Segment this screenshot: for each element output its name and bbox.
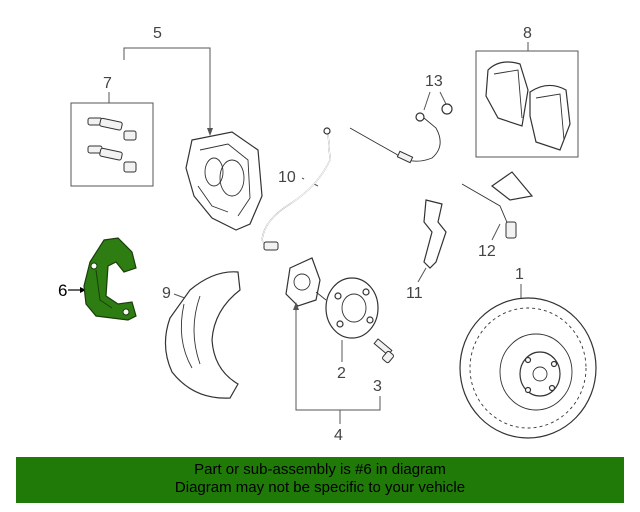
- leader-12: [491, 223, 501, 241]
- brake-caliper[interactable]: [185, 131, 263, 231]
- leader-13a: [423, 91, 431, 111]
- leader-6-arrow: [80, 287, 86, 293]
- callout-13[interactable]: 13: [425, 73, 443, 90]
- callout-5[interactable]: 5: [153, 25, 162, 42]
- brake-pads[interactable]: [485, 61, 571, 151]
- dust-shield[interactable]: [164, 271, 241, 399]
- caliper-support-bracket[interactable]: [83, 237, 137, 321]
- callout-1[interactable]: 1: [515, 266, 524, 283]
- leader-13b: [439, 91, 447, 105]
- banner-line-2: Diagram may not be specific to your vehi…: [174, 479, 466, 496]
- guide-pin-kit-box: [70, 102, 154, 187]
- wear-sensor-wire[interactable]: [349, 103, 453, 164]
- callout-12[interactable]: 12: [478, 243, 496, 260]
- leader-11: [417, 267, 427, 283]
- leader-4-arrow: [293, 302, 299, 310]
- leader-5-arrow: [207, 128, 213, 136]
- hub-bolt[interactable]: [373, 338, 394, 364]
- callout-9[interactable]: 9: [162, 285, 171, 302]
- callout-8[interactable]: 8: [523, 25, 532, 42]
- wheel-bearing-housing[interactable]: [285, 257, 321, 307]
- callout-3[interactable]: 3: [373, 378, 382, 395]
- callout-11[interactable]: 11: [406, 285, 423, 302]
- callout-4[interactable]: 4: [334, 427, 343, 444]
- leader-5: [123, 47, 211, 132]
- parts-diagram: 5 7 8 13 10: [58, 25, 597, 444]
- sensor-bracket[interactable]: [423, 199, 447, 269]
- banner-line-1: Part or sub-assembly is #6 in diagram: [194, 461, 446, 478]
- brake-wear-sensor[interactable]: [461, 171, 534, 239]
- leader-4: [295, 306, 381, 411]
- callout-10[interactable]: 10: [278, 169, 296, 186]
- guide-pin-kit[interactable]: [87, 117, 137, 173]
- brake-rotor[interactable]: [459, 297, 597, 439]
- brake-hose[interactable]: [261, 127, 331, 251]
- callout-6[interactable]: 6: [58, 281, 67, 300]
- callout-7[interactable]: 7: [103, 75, 112, 92]
- callout-2[interactable]: 2: [337, 365, 346, 382]
- info-banner: Part or sub-assembly is #6 in diagram Di…: [16, 457, 624, 503]
- wheel-hub[interactable]: [315, 277, 379, 339]
